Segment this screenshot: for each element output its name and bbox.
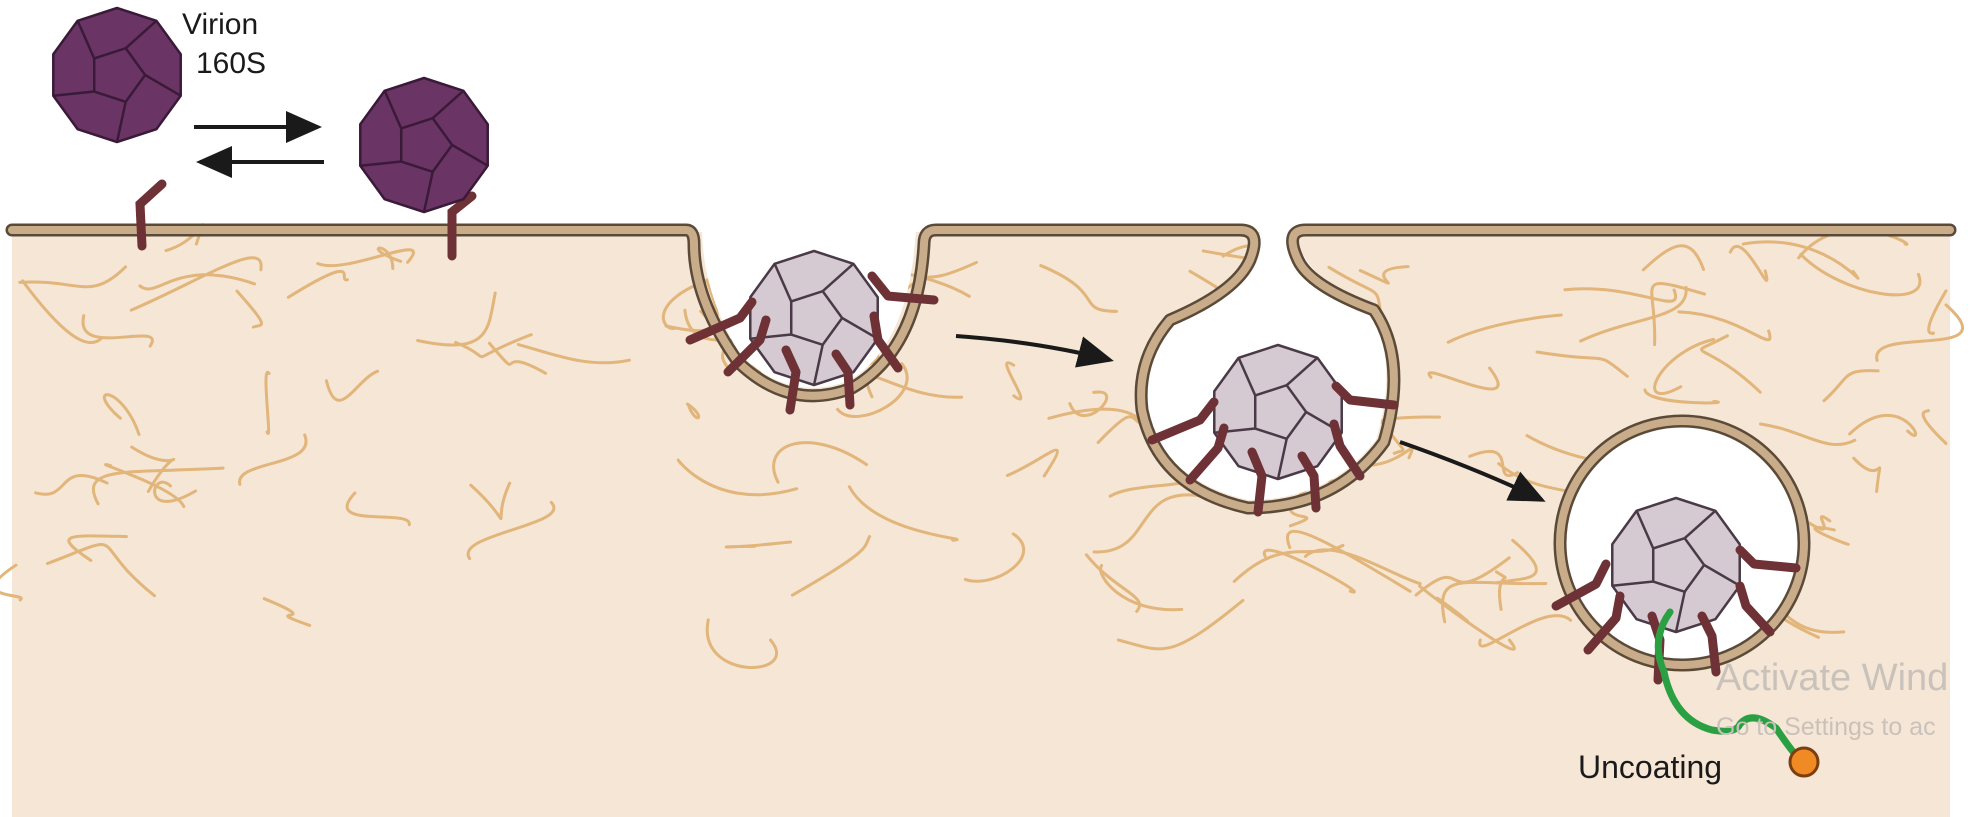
activation-watermark-subtitle: Go to Settings to ac xyxy=(1716,713,1936,741)
activation-watermark-title: Activate Wind xyxy=(1716,657,1948,699)
virion-in-vesicle xyxy=(1612,498,1739,632)
virion-label: Virion xyxy=(182,8,258,41)
virion-in-deep-pit xyxy=(1214,345,1341,479)
virion-bound xyxy=(360,78,487,212)
sedimentation-label: 160S xyxy=(196,47,266,80)
rna-end-dot xyxy=(1790,748,1818,776)
uncoating-label: Uncoating xyxy=(1578,749,1722,785)
virion-free xyxy=(53,8,180,142)
